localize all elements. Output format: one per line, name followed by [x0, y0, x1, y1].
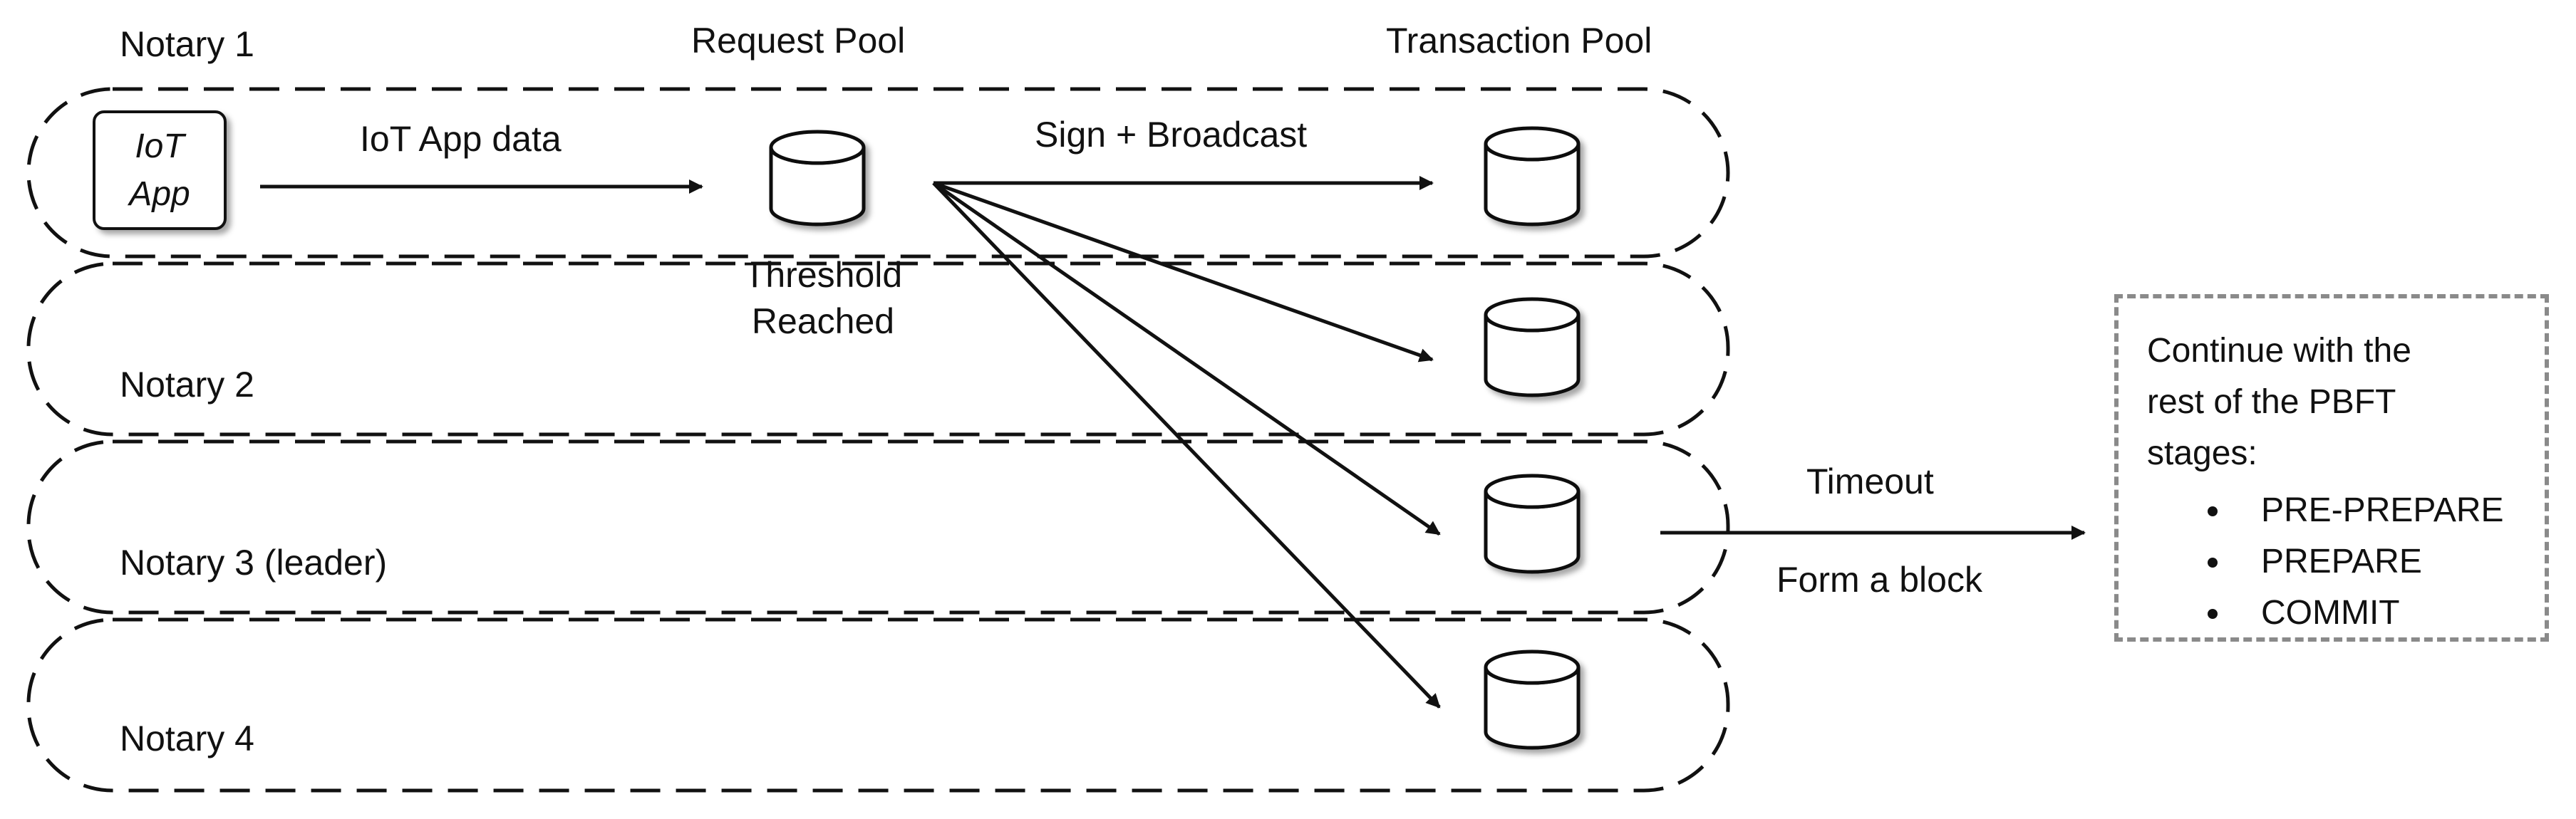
iot-app-node: IoT App [93, 110, 227, 230]
note-intro-line-2: rest of the PBFT [2147, 383, 2396, 421]
arrow-broadcast-notary-2 [933, 181, 1434, 362]
note-intro-line-1: Continue with the [2147, 332, 2411, 370]
pool-cylinders [769, 126, 1581, 750]
arrow-broadcast-notary-3 [932, 181, 1441, 536]
lane-notary-1 [26, 87, 1730, 259]
threshold-line-1: Threshold [743, 255, 903, 295]
iot-app-line-2: App [129, 175, 190, 213]
request-pool-cylinder [769, 130, 866, 226]
iot-app-line-1: IoT [135, 127, 185, 165]
stage-item: PREPARE [2233, 536, 2523, 588]
edge-label-iot-app-data: IoT App data [360, 119, 562, 159]
lane-label-notary-1: Notary 1 [120, 24, 254, 64]
transaction-pool-cylinder-notary-2 [1484, 297, 1581, 397]
lane-label-notary-3: Notary 3 (leader) [120, 543, 388, 583]
lane-label-notary-2: Notary 2 [120, 365, 254, 405]
lane-notary-2 [26, 261, 1730, 437]
transaction-pool-cylinder-notary-3 [1484, 474, 1581, 574]
pbft-stage-list: PRE-PREPARE PREPARE COMMIT [2147, 485, 2523, 639]
note-intro-line-3: stages: [2147, 434, 2257, 472]
request-pool-title: Request Pool [691, 21, 906, 61]
stage-item: PRE-PREPARE [2233, 485, 2523, 536]
edge-label-threshold-reached: Threshold Reached [727, 252, 919, 345]
transaction-pool-cylinder-notary-1 [1484, 126, 1581, 226]
edge-label-timeout: Timeout [1806, 461, 1934, 501]
pbft-stages-note: Continue with the rest of the PBFT stage… [2114, 294, 2549, 642]
lane-notary-3 [26, 439, 1730, 615]
stage-item: COMMIT [2233, 588, 2523, 639]
lane-label-notary-4: Notary 4 [120, 719, 254, 758]
transaction-pool-title: Transaction Pool [1386, 21, 1652, 61]
arrow-broadcast-notary-4 [932, 182, 1441, 709]
lane-notary-4 [26, 617, 1730, 793]
threshold-line-2: Reached [751, 301, 895, 341]
edge-label-sign-broadcast: Sign + Broadcast [1035, 115, 1308, 155]
edge-label-form-block: Form a block [1776, 560, 1982, 600]
transaction-pool-cylinder-notary-4 [1484, 650, 1581, 750]
